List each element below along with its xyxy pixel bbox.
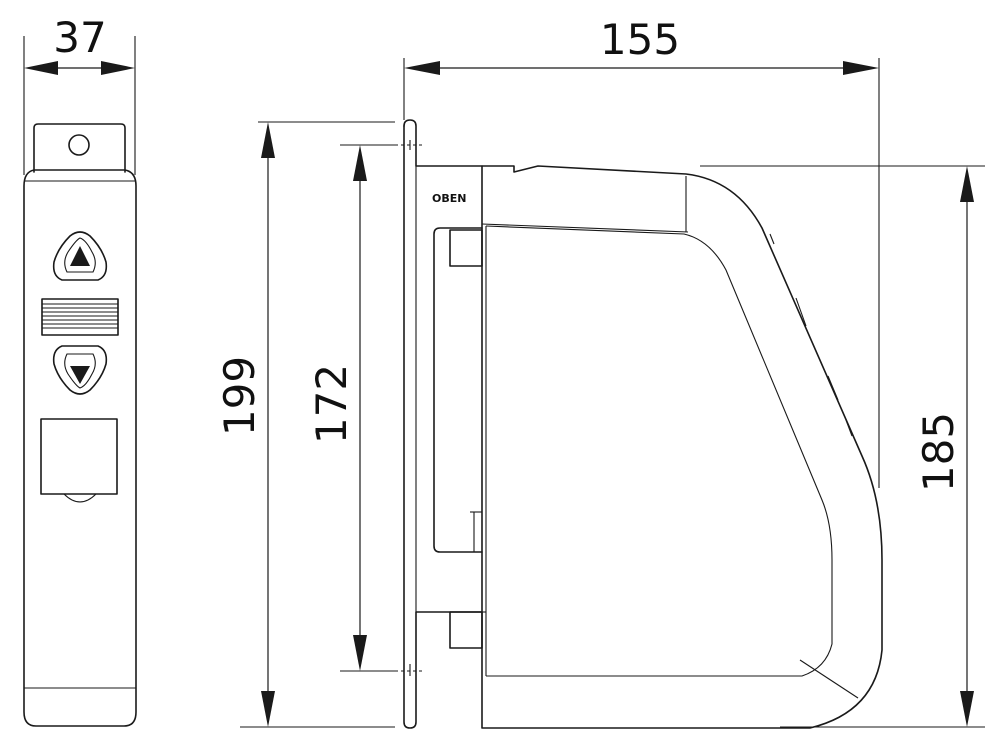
dim-label-185: 185 [914, 412, 963, 492]
dim-label-172: 172 [307, 364, 356, 444]
side-view: 155 199 172 185 [215, 15, 985, 729]
triangle-down-icon [70, 366, 90, 384]
mounting-tab [33, 123, 126, 173]
oben-label: OBEN [432, 192, 466, 205]
scroll-wheel[interactable] [41, 298, 119, 336]
down-button[interactable] [52, 345, 108, 395]
dimension-overall-depth: 155 [403, 15, 880, 488]
dim-label-37: 37 [53, 13, 106, 62]
mounting-hole [68, 134, 90, 156]
dimension-body-height: 185 [700, 165, 985, 728]
dimension-front-width: 37 [24, 13, 135, 75]
dim-label-199: 199 [215, 356, 264, 436]
front-view: 37 [23, 13, 137, 727]
mounting-plate [403, 119, 483, 729]
clip-bracket-top [433, 227, 483, 553]
dim-label-155: 155 [600, 15, 680, 64]
up-button[interactable] [52, 231, 108, 281]
clip-bracket-bottom [449, 611, 483, 649]
display-window [40, 418, 118, 503]
dimension-overall-height: 199 [215, 121, 395, 728]
motor-housing [481, 165, 883, 729]
triangle-up-icon [70, 246, 90, 266]
dimension-mount-spacing: 172 [307, 144, 422, 672]
